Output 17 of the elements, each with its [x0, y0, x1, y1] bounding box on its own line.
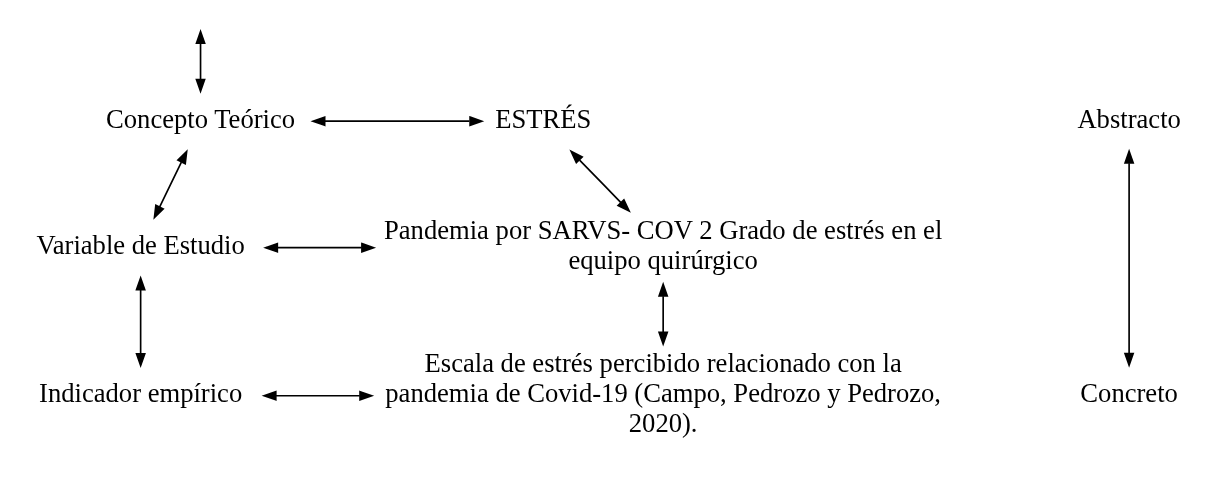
arrow: [310, 115, 485, 127]
node-text: Escala de estrés percibido relacionado con la pandemia de Covid-19 (Campo, Pedrozo y Pedrozo, 2020).: [385, 348, 942, 439]
arrow: [195, 29, 206, 94]
arrow: [135, 275, 146, 369]
node-text: Abstracto: [1077, 103, 1181, 134]
node-text: Variable de Estudio: [36, 229, 245, 260]
arrow: [569, 149, 631, 213]
node-text: Concepto Teórico: [106, 103, 296, 134]
arrow: [1123, 148, 1135, 368]
arrow: [657, 281, 669, 347]
arrow: [261, 390, 375, 401]
arrow: [263, 242, 377, 253]
node-text: Concreto: [1080, 378, 1178, 409]
node-text: Pandemia por SARVS- COV 2 Grado de estrés en el equipo quirúrgico: [384, 215, 943, 275]
arrow: [153, 149, 188, 220]
node-text: Indicador empírico: [39, 378, 243, 409]
node-text: ESTRÉS: [495, 103, 592, 134]
